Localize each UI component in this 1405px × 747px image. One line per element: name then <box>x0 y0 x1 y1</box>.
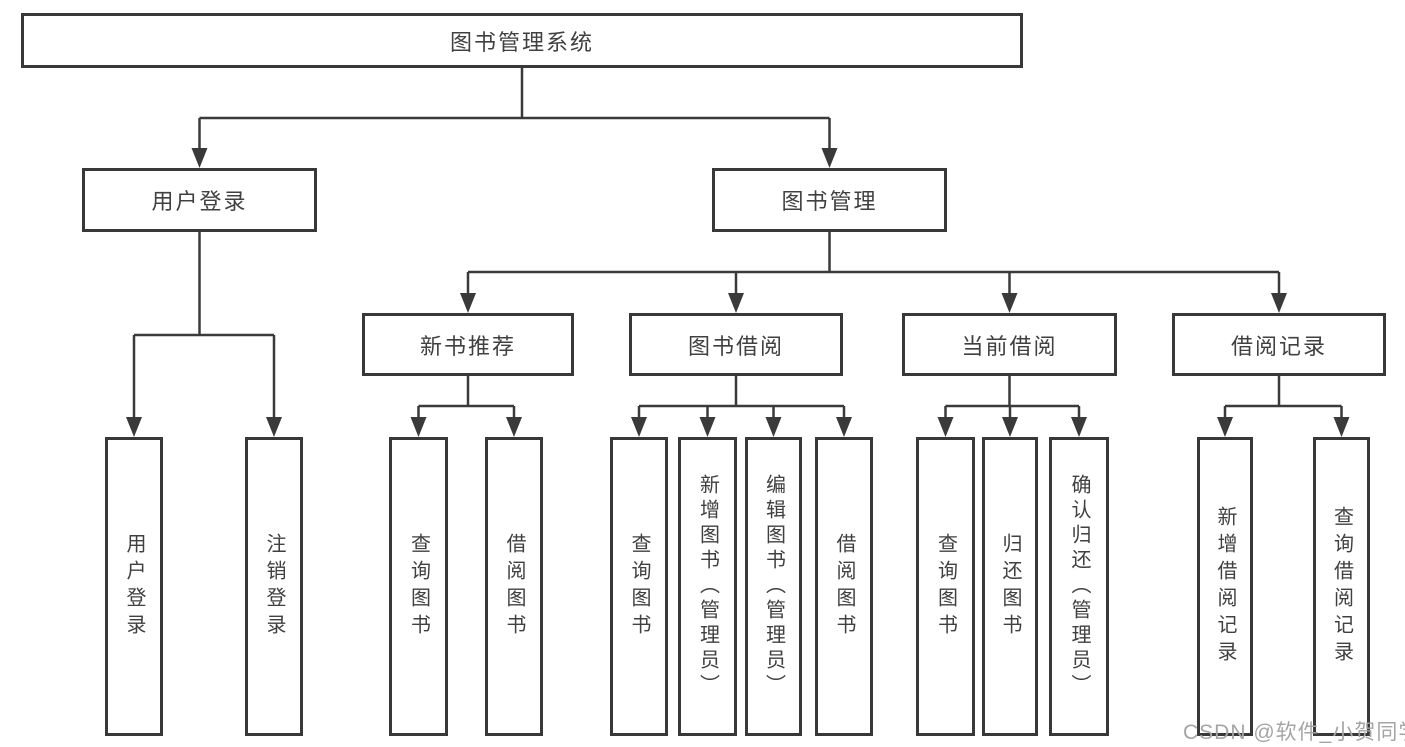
node-leaf-confirm-return-admin: 确认归还（管理员） <box>1049 437 1109 736</box>
connector-new-book-to-leaves <box>410 376 522 437</box>
connector-line <box>198 68 831 150</box>
arrowhead-down-icon <box>699 417 716 437</box>
connector-book-management-to-level3 <box>460 232 1287 313</box>
node-user-login: 用户登录 <box>82 168 317 232</box>
node-leaf-query-books-2: 查询图书 <box>610 437 668 736</box>
arrowhead-down-icon <box>410 417 427 437</box>
node-current-borrowing: 当前借阅 <box>902 313 1117 376</box>
node-label: 查询图书 <box>934 532 957 641</box>
connector-current-borrow-to-leaves <box>937 376 1087 437</box>
node-label: 查询图书 <box>407 532 430 641</box>
node-label: 新书推荐 <box>419 333 516 359</box>
arrowhead-down-icon <box>506 417 522 437</box>
node-borrowing-records: 借阅记录 <box>1172 313 1386 376</box>
arrowhead-down-icon <box>1333 417 1350 437</box>
arrowhead-down-icon <box>266 417 282 437</box>
node-library-management-system: 图书管理系统 <box>21 13 1023 68</box>
node-label: 归还图书 <box>999 532 1021 641</box>
node-leaf-logout: 注销登录 <box>245 437 303 736</box>
connector-user-login-to-leaves <box>126 232 282 437</box>
node-label: 新增借阅记录 <box>1214 505 1236 668</box>
connector-line <box>1223 376 1343 419</box>
node-label: 借阅图书 <box>503 532 525 641</box>
node-label: 用户登录 <box>151 189 248 214</box>
node-label: 借阅图书 <box>833 532 855 641</box>
arrowhead-down-icon <box>1001 293 1018 313</box>
node-book-management: 图书管理 <box>712 168 947 232</box>
node-label: 查询图书 <box>628 532 650 641</box>
node-label: 新增图书（管理员） <box>696 474 719 699</box>
arrowhead-down-icon <box>821 148 838 168</box>
node-leaf-add-borrow-record: 新增借阅记录 <box>1197 437 1253 736</box>
node-label: 图书借阅 <box>687 333 784 359</box>
connector-book-borrow-to-leaves <box>631 376 852 437</box>
arrowhead-down-icon <box>937 417 954 437</box>
node-label: 注销登录 <box>263 532 285 641</box>
connector-borrow-records-to-leaves <box>1217 376 1350 437</box>
node-book-borrowing: 图书借阅 <box>629 313 843 376</box>
node-label: 编辑图书（管理员） <box>762 474 785 699</box>
node-label: 借阅记录 <box>1230 333 1327 359</box>
node-leaf-query-books-1: 查询图书 <box>389 437 448 736</box>
arrowhead-down-icon <box>631 417 647 437</box>
node-leaf-borrow-books-2: 借阅图书 <box>815 437 873 736</box>
node-label: 查询借阅记录 <box>1330 505 1353 668</box>
node-label: 图书管理 <box>781 189 878 214</box>
connector-line <box>466 232 1281 295</box>
node-leaf-add-books-admin: 新增图书（管理员） <box>678 437 737 736</box>
arrowhead-down-icon <box>126 417 142 437</box>
arrowhead-down-icon <box>1271 293 1287 313</box>
arrowhead-down-icon <box>1217 417 1233 437</box>
arrowhead-down-icon <box>191 148 208 168</box>
connector-line <box>417 376 516 419</box>
node-leaf-borrow-books-1: 借阅图书 <box>485 437 543 736</box>
node-label: 图书管理系统 <box>449 29 594 55</box>
node-leaf-query-books-3: 查询图书 <box>916 437 975 736</box>
node-leaf-edit-books-admin: 编辑图书（管理员） <box>745 437 802 736</box>
arrowhead-down-icon <box>1002 417 1018 437</box>
csdn-watermark: CSDN @软件_小贺同学 <box>1183 721 1405 744</box>
arrowhead-down-icon <box>836 417 852 437</box>
arrowhead-down-icon <box>765 417 782 437</box>
node-label: 确认归还（管理员） <box>1068 474 1090 699</box>
node-new-book-recommendation: 新书推荐 <box>362 313 574 376</box>
arrowhead-down-icon <box>1071 417 1087 437</box>
node-leaf-user-login: 用户登录 <box>105 437 163 736</box>
node-label: 用户登录 <box>123 532 145 641</box>
connector-line <box>944 376 1081 419</box>
connector-line <box>132 232 276 419</box>
node-leaf-query-borrow-record: 查询借阅记录 <box>1313 437 1370 736</box>
node-label: 当前借阅 <box>961 333 1058 359</box>
arrowhead-down-icon <box>728 293 744 313</box>
connector-line <box>637 376 846 419</box>
node-leaf-return-books: 归还图书 <box>982 437 1038 736</box>
arrowhead-down-icon <box>460 293 476 313</box>
connector-root-to-level2 <box>191 68 838 168</box>
